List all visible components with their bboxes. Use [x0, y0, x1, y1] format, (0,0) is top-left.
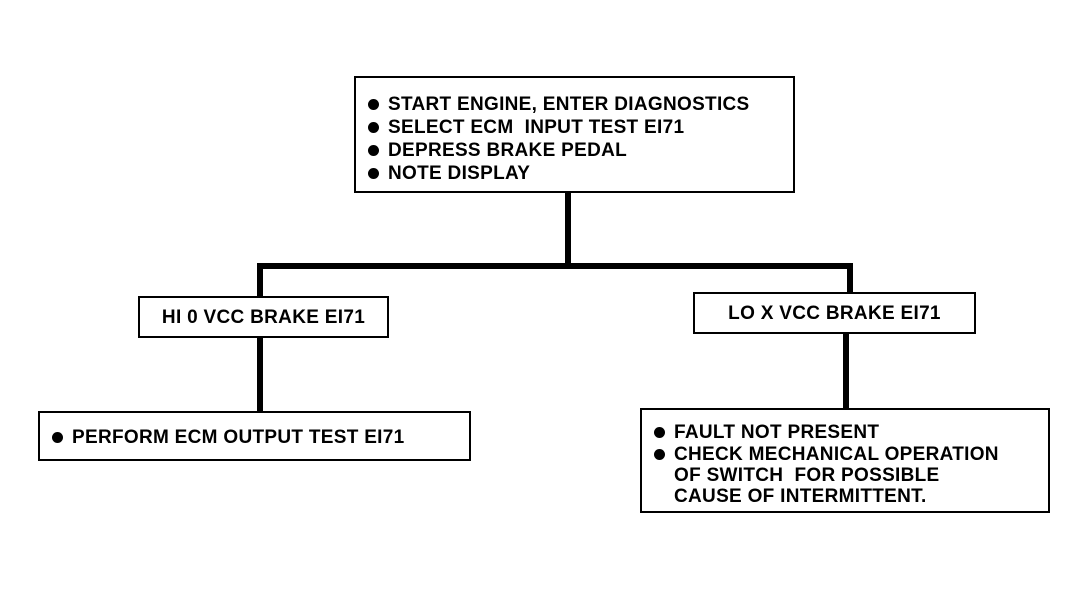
left-branch-label-box: HI 0 VCC BRAKE EI71	[138, 296, 389, 338]
bullet-icon	[368, 145, 379, 156]
right-branch-label-box: LO X VCC BRAKE EI71	[693, 292, 976, 334]
top-step-box: START ENGINE, ENTER DIAGNOSTICS SELECT E…	[354, 76, 795, 193]
right-result-item: FAULT NOT PRESENT	[652, 422, 1040, 443]
bullet-icon	[654, 449, 665, 460]
top-step-item: START ENGINE, ENTER DIAGNOSTICS	[366, 93, 783, 116]
left-result-item: PERFORM ECM OUTPUT TEST EI71	[50, 426, 461, 449]
bullet-icon	[52, 432, 63, 443]
bullet-icon	[368, 122, 379, 133]
right-branch-label: LO X VCC BRAKE EI71	[728, 302, 941, 324]
right-result-box: FAULT NOT PRESENT CHECK MECHANICAL OPERA…	[640, 408, 1050, 513]
bullet-icon	[368, 168, 379, 179]
bullet-icon	[368, 99, 379, 110]
right-result-item: CHECK MECHANICAL OPERATION OF SWITCH FOR…	[652, 444, 1040, 507]
left-result-box: PERFORM ECM OUTPUT TEST EI71	[38, 411, 471, 461]
top-step-item: SELECT ECM INPUT TEST EI71	[366, 116, 783, 139]
top-step-item: DEPRESS BRAKE PEDAL	[366, 139, 783, 162]
top-step-item: NOTE DISPLAY	[366, 162, 783, 185]
bullet-icon	[654, 427, 665, 438]
left-branch-label: HI 0 VCC BRAKE EI71	[161, 306, 366, 328]
